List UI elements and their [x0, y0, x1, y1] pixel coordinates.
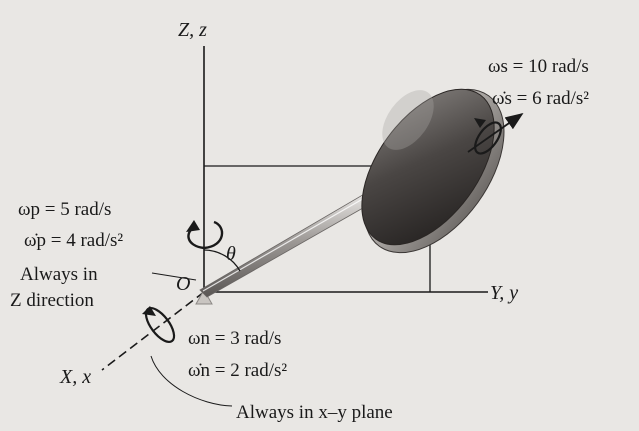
spin-omega-dot-label: ω̇s = 6 rad/s² — [492, 88, 589, 109]
nutation-omega-label: ωn = 3 rad/s — [188, 328, 281, 349]
spin-omega-label: ωs = 10 rad/s — [488, 56, 589, 77]
spin-rotation-icon — [474, 118, 502, 155]
nutation-omega-dot-label: ω̇n = 2 rad/s² — [188, 360, 287, 381]
theta-arc — [203, 249, 241, 272]
always-z-line1: Always in — [20, 264, 98, 285]
support-pivot — [195, 288, 213, 305]
leader-always-xy — [150, 355, 233, 407]
origin-label: O — [176, 273, 190, 295]
always-z-line2: Z direction — [10, 290, 94, 311]
precession-omega-dot-label: ω̇p = 4 rad/s² — [24, 230, 123, 251]
z-axis-label: Z, z — [178, 19, 207, 41]
precession-omega-label: ωp = 5 rad/s — [18, 199, 111, 220]
x-axis-label: X, x — [59, 366, 91, 388]
disk — [361, 88, 505, 254]
theta-label: θ — [226, 243, 236, 265]
precession-rotation-icon — [186, 220, 224, 250]
spin-axis-arrow — [467, 112, 524, 153]
y-axis-label: Y, y — [490, 282, 518, 304]
nutation-rotation-icon — [142, 306, 176, 343]
rod — [199, 185, 385, 298]
leader-always-z — [151, 272, 197, 281]
always-xy-label: Always in x–y plane — [236, 402, 393, 423]
